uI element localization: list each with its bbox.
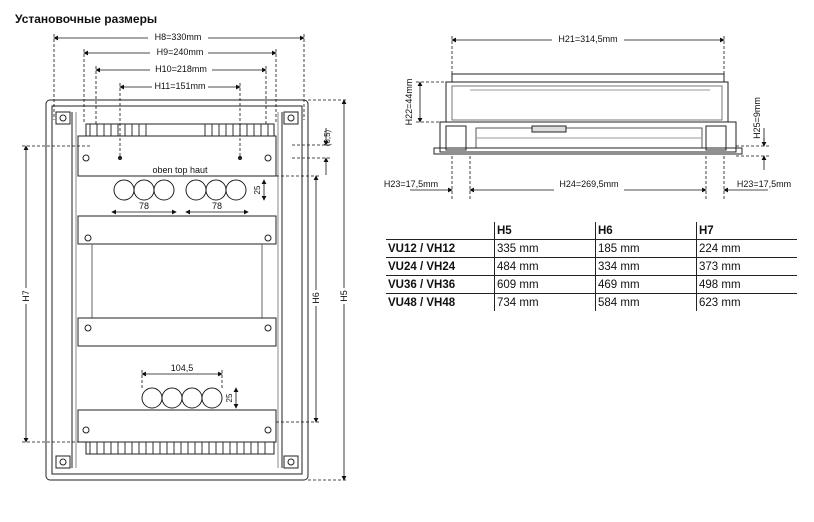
dim-h22: H22=44mm	[404, 79, 414, 126]
screw-icon	[82, 426, 90, 434]
screw-icon	[84, 234, 92, 242]
value-h6: 584 mm	[595, 293, 697, 311]
dim-h7: H7	[21, 290, 31, 302]
side-dimension-labels: H21=314,5mm H22=44mm H25=9mm H23=17,5mm …	[384, 33, 791, 191]
top-lid	[451, 73, 725, 83]
dim-h23-right: H23=17,5mm	[737, 179, 791, 189]
table-row: VU24 / VH24 484 mm 334 mm 373 mm	[386, 257, 797, 276]
page-title: Установочные размеры	[15, 12, 158, 26]
bottom-cover-plate	[77, 409, 277, 443]
value-h5: 609 mm	[494, 275, 596, 294]
table-row: VU12 / VH12 335 mm 185 mm 224 mm	[386, 239, 797, 258]
table-header-h6: H6	[595, 222, 697, 240]
knockout-holes-bottom	[141, 387, 223, 409]
dim-hole-width-bottom: 104,5	[171, 363, 194, 373]
screw-icon	[264, 324, 272, 332]
screw-icon	[84, 324, 92, 332]
side-view	[433, 73, 743, 155]
model-name: VU24 / VH24	[386, 257, 495, 276]
model-name: VU36 / VH36	[386, 275, 495, 294]
table-row: VU48 / VH48 734 mm 584 mm 623 mm	[386, 293, 797, 311]
screw-icon	[82, 154, 90, 162]
screw-icon	[59, 458, 67, 466]
screw-icon	[264, 154, 272, 162]
terminal-block-bottom	[85, 441, 275, 455]
enclosure-outer-frame	[45, 99, 309, 481]
mount-bracket	[283, 111, 299, 125]
table-header-row: H5 H6 H7	[386, 222, 797, 240]
value-h5: 484 mm	[494, 257, 596, 276]
knockout-holes-top	[113, 179, 247, 201]
dim-h9: H9=240mm	[157, 47, 204, 57]
value-h7: 498 mm	[696, 275, 797, 294]
value-h5: 734 mm	[494, 293, 596, 311]
enclosure-body	[445, 81, 729, 123]
table-header-model	[386, 222, 495, 240]
dim-h11: H11=151mm	[154, 81, 205, 91]
terminal-block-top	[85, 123, 275, 137]
mount-bracket	[55, 111, 71, 125]
dim-h5: H5	[339, 290, 349, 302]
top-cover-plate	[77, 135, 277, 177]
dim-h6: H6	[311, 292, 321, 304]
side-dimension-lines	[410, 36, 770, 200]
mount-bracket	[283, 455, 299, 469]
model-name: VU12 / VH12	[386, 239, 495, 258]
dim-h24: H24=269,5mm	[559, 179, 618, 189]
table-row: VU36 / VH36 609 mm 469 mm 498 mm	[386, 275, 797, 294]
dim-offset: (6,5)	[323, 129, 332, 146]
value-h6: 334 mm	[595, 257, 697, 276]
dim-h25: H25=9mm	[752, 97, 762, 139]
din-rail-1	[77, 215, 277, 245]
dim-hole-width-right: 78	[212, 201, 222, 211]
base-frame	[439, 121, 737, 153]
dim-hole-width-left: 78	[139, 201, 149, 211]
screw-icon	[287, 458, 295, 466]
screw-icon	[287, 114, 295, 122]
dim-hole-height-top: 25	[253, 185, 262, 194]
front-view	[45, 99, 309, 481]
dimension-table: H5 H6 H7 VU12 / VH12 335 mm 185 mm 224 m…	[386, 222, 797, 311]
screw-icon	[264, 426, 272, 434]
enclosure-inner-frame	[51, 105, 303, 475]
value-h6: 469 mm	[595, 275, 697, 294]
model-name: VU48 / VH48	[386, 293, 495, 311]
din-clip	[531, 125, 567, 133]
terminal-teeth-top	[89, 124, 269, 136]
value-h7: 224 mm	[696, 239, 797, 258]
value-h5: 335 mm	[494, 239, 596, 258]
table-header-h7: H7	[696, 222, 797, 240]
front-dimension-labels: H8=330mm H9=240mm H10=218mm H11=151mm (6…	[20, 31, 350, 402]
front-dimension-lines	[22, 34, 348, 481]
mount-bracket	[55, 455, 71, 469]
dim-hole-height-bottom: 25	[225, 393, 234, 402]
mounting-flange	[433, 147, 743, 155]
table-header-h5: H5	[494, 222, 596, 240]
value-h6: 185 mm	[595, 239, 697, 258]
dim-h8: H8=330mm	[155, 32, 202, 42]
dim-h21: H21=314,5mm	[558, 34, 617, 44]
label-oben-top-haut: oben top haut	[152, 165, 208, 175]
value-h7: 373 mm	[696, 257, 797, 276]
dim-h23-left: H23=17,5mm	[384, 179, 438, 189]
din-rail-2	[77, 317, 277, 347]
side-bracket-right	[705, 125, 727, 151]
screw-icon	[59, 114, 67, 122]
screw-icon	[264, 234, 272, 242]
side-bracket-left	[445, 125, 467, 151]
dim-h10: H10=218mm	[155, 64, 207, 74]
value-h7: 623 mm	[696, 293, 797, 311]
